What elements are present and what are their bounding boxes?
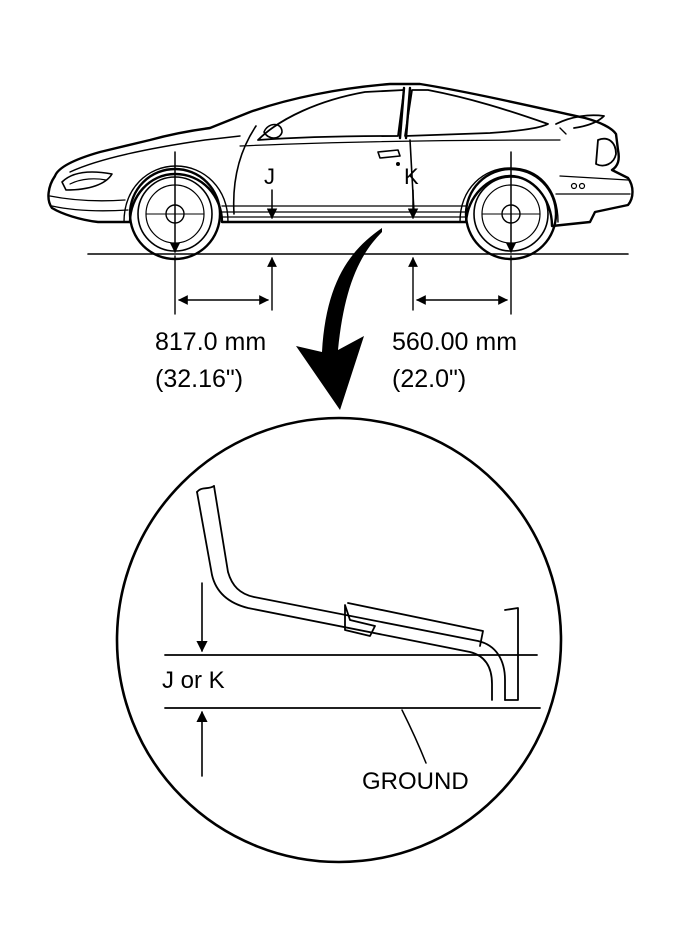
detail-callout-arrow xyxy=(296,228,382,410)
point-k-label: K xyxy=(404,164,419,189)
rear-post xyxy=(504,607,519,701)
reinforcement-plate xyxy=(344,604,376,637)
door-handle xyxy=(377,149,401,159)
ground-leader-line xyxy=(401,709,427,764)
car-side-view xyxy=(47,82,634,261)
front-dimension-mm: 817.0 mm xyxy=(155,328,266,356)
door-outline xyxy=(232,125,257,215)
ground-label: GROUND xyxy=(362,768,469,795)
detail-view xyxy=(164,485,541,777)
hood-line xyxy=(69,135,241,173)
rear-dimension-in: (22.0ʺ) xyxy=(392,365,466,393)
point-j-label: J xyxy=(264,164,275,189)
rear-dimension-mm: 560.00 mm xyxy=(392,328,517,356)
side-windows xyxy=(257,89,405,141)
detail-magnifier-circle xyxy=(115,416,563,864)
tail-light xyxy=(595,137,617,167)
j-or-k-label: J or K xyxy=(162,667,225,694)
side-mirror xyxy=(263,123,283,139)
car-body-outline xyxy=(47,82,634,228)
rear-spoiler xyxy=(555,114,605,129)
sill-flange xyxy=(196,491,493,701)
front-dimension-in: (32.16ʺ) xyxy=(155,365,243,393)
headlight xyxy=(61,171,113,191)
